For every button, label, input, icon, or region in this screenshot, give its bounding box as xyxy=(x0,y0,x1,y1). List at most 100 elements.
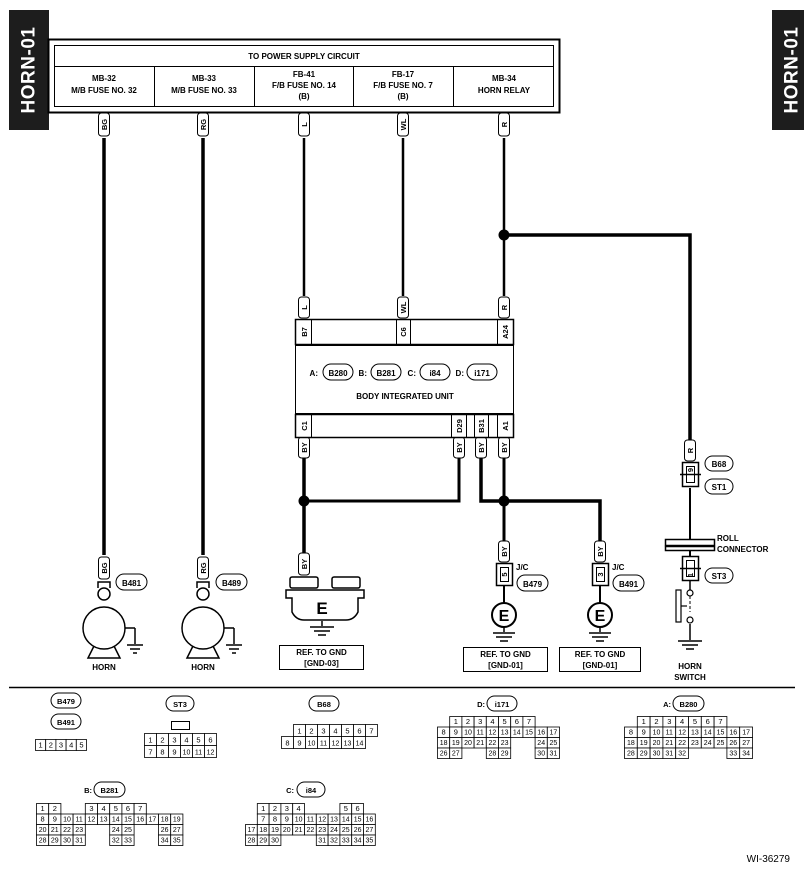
pin-number: 12 xyxy=(489,730,497,737)
pin-number: 31 xyxy=(318,838,326,845)
power-supply-box: TO POWER SUPPLY CIRCUIT MB-32 M/B FUSE N… xyxy=(47,38,561,114)
power-supply-title: TO POWER SUPPLY CIRCUIT xyxy=(248,52,360,61)
ground-gnd03 xyxy=(285,576,365,636)
pin-number: 13 xyxy=(344,741,352,748)
pin-number: 25 xyxy=(717,740,725,747)
pin-number: 30 xyxy=(63,838,71,845)
pin-number: 27 xyxy=(366,827,374,834)
pin-number: 33 xyxy=(124,838,132,845)
pin-number: 5 xyxy=(345,727,349,736)
pin-number: 23 xyxy=(75,827,83,834)
pin-number: 6 xyxy=(357,727,361,736)
pin-number: 4 xyxy=(333,727,337,736)
ref-b68: B68 xyxy=(712,460,727,469)
pin-number: 4 xyxy=(680,717,684,726)
tag-wl-bcm: WL xyxy=(397,296,409,319)
pin-number: 28 xyxy=(489,751,497,758)
pin-number: 9 xyxy=(172,748,176,757)
source-mb32-line2: M/B FUSE NO. 32 xyxy=(71,86,137,95)
pin-number: 7 xyxy=(718,717,722,726)
svg-text:BY: BY xyxy=(455,442,464,452)
pin-number: 2 xyxy=(309,727,313,736)
legend-b479-label: B479 xyxy=(57,697,75,706)
pin-number: 8 xyxy=(41,815,45,824)
pin-number: 1 xyxy=(41,804,45,813)
legend-b68-label: B68 xyxy=(317,700,331,709)
pin-number: 1 xyxy=(148,736,152,745)
horn-switch xyxy=(675,589,702,650)
source-fb17-line1: FB-17 xyxy=(392,70,415,79)
pin-b31: B31 xyxy=(477,419,486,433)
pin-number: 17 xyxy=(550,730,558,737)
pin-number: 7 xyxy=(527,717,531,726)
pin-b491: 3 xyxy=(596,572,605,576)
tag-by-b479: BY xyxy=(498,540,510,563)
page-tab-right: HORN-01 xyxy=(772,10,804,130)
pin-number: 34 xyxy=(742,751,750,758)
pin-number: 9 xyxy=(642,728,646,737)
pin-number: 10 xyxy=(308,741,316,748)
pin-number: 31 xyxy=(665,751,673,758)
tag-l-bcm: L xyxy=(298,296,310,319)
jc-b479 xyxy=(491,562,517,642)
horn-left xyxy=(82,581,143,659)
pin-number: 4 xyxy=(102,804,106,813)
tag-bg-top: BG xyxy=(98,112,110,137)
tag-r-horn-switch: R xyxy=(684,439,696,462)
pin-number: 12 xyxy=(678,730,686,737)
pin-number: 32 xyxy=(112,838,120,845)
pin-number: 6 xyxy=(515,717,519,726)
pin-number: 29 xyxy=(640,751,648,758)
pin-number: 31 xyxy=(75,838,83,845)
horn-right-label: HORN xyxy=(191,663,215,672)
svg-text:BY: BY xyxy=(300,442,309,452)
source-mb33-line1: MB-33 xyxy=(192,74,217,83)
pin-number: 17 xyxy=(149,817,157,824)
tag-by-b31: BY xyxy=(475,436,487,459)
pin-a24: A24 xyxy=(501,324,510,339)
pin-number: 18 xyxy=(627,740,635,747)
pin-number: 10 xyxy=(653,730,661,737)
pin-cell xyxy=(365,724,378,737)
pin-number: 10 xyxy=(464,730,472,737)
pin-st3: 1 xyxy=(686,573,695,577)
bcm-conn-c-letter: C: xyxy=(408,369,416,378)
pin-number: 24 xyxy=(704,740,712,747)
pin-number: 11 xyxy=(666,730,673,737)
pin-number: 9 xyxy=(53,815,57,824)
gnd01a-line2: [GND-01] xyxy=(488,661,523,670)
pin-number: 2 xyxy=(53,804,57,813)
pin-number: 11 xyxy=(320,741,327,748)
ref-b489: B489 xyxy=(222,579,242,588)
pin-cell xyxy=(204,745,217,758)
pin-number: 24 xyxy=(112,827,120,834)
pin-number: 21 xyxy=(295,827,303,834)
pin-number: 7 xyxy=(369,727,373,736)
pin-number: 14 xyxy=(342,817,350,824)
pin-number: 22 xyxy=(63,827,71,834)
bcm-conn-c-code: i84 xyxy=(429,369,441,378)
pin-number: 16 xyxy=(136,817,144,824)
pin-number: 22 xyxy=(489,740,497,747)
bcm-conn-d-letter: D: xyxy=(456,369,464,378)
pin-number: 4 xyxy=(490,717,494,726)
pin-number: 9 xyxy=(454,728,458,737)
pin-number: 20 xyxy=(283,827,291,834)
pin-c1: C1 xyxy=(300,421,309,431)
legend-b280-label: B280 xyxy=(680,700,698,709)
legend-i84-label: i84 xyxy=(306,786,317,795)
pin-number: 17 xyxy=(742,730,750,737)
pin-number: 10 xyxy=(295,817,303,824)
legend-st3-label: ST3 xyxy=(173,700,187,709)
pin-number: 30 xyxy=(653,751,661,758)
wire-by-d29 xyxy=(304,458,461,503)
tag-bg-horn: BG xyxy=(98,556,110,580)
pin-number: 6 xyxy=(706,717,710,726)
pin-b479: 5 xyxy=(500,572,509,576)
pin-cell xyxy=(498,747,512,759)
body-integrated-unit: B7 C6 A24 C1 D29 B31 A1 A: B280 B: B281 … xyxy=(294,318,515,439)
pin-cell xyxy=(546,747,560,759)
